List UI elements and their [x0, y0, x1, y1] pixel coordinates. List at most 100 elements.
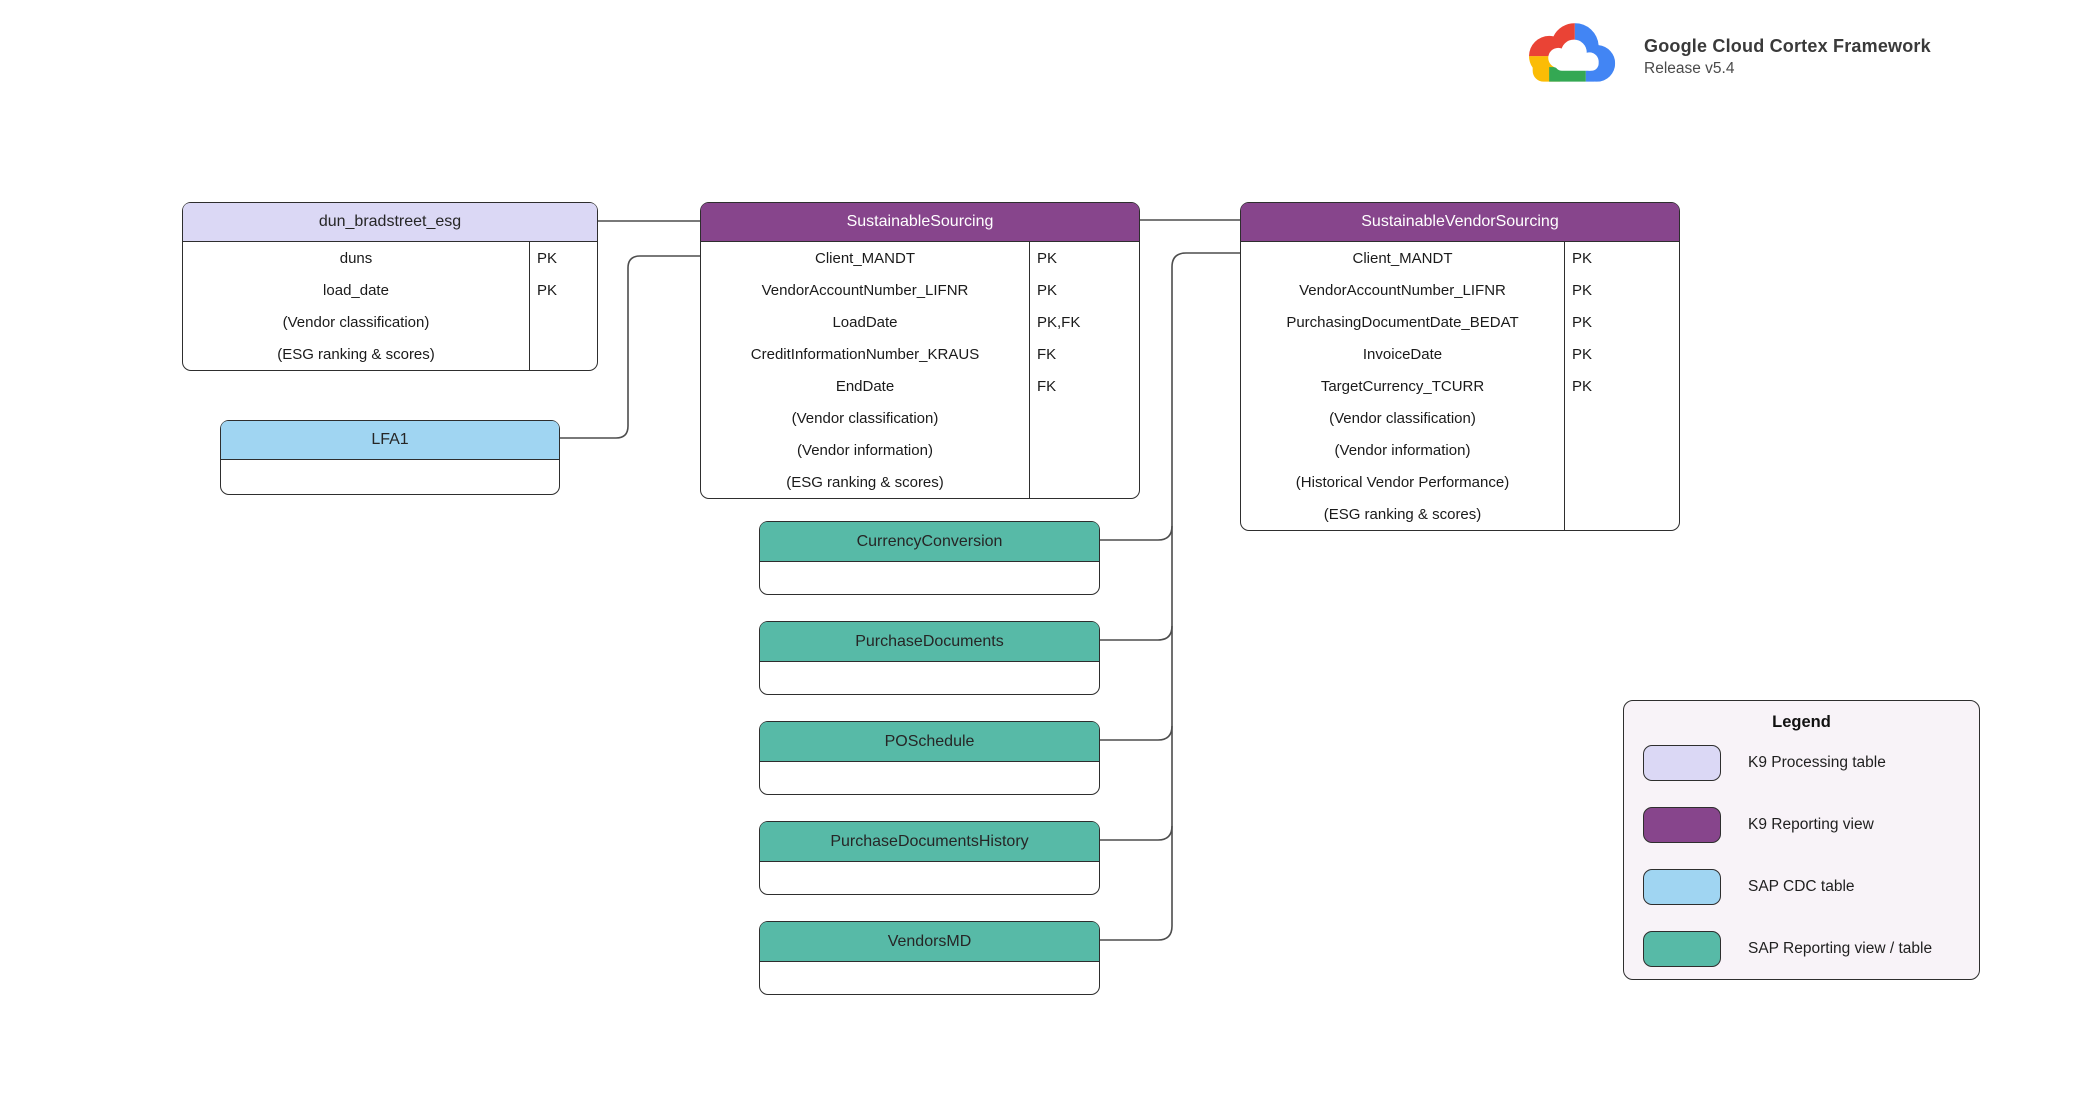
- entity-CurrencyConversion[interactable]: CurrencyConversion: [759, 521, 1100, 595]
- field-name: LoadDate: [832, 313, 898, 331]
- connector-VendorsMD-to-SustainableVendorSourcing: [1100, 252, 1240, 941]
- field-key: PK,FK: [1029, 306, 1139, 338]
- field-key: PK: [1564, 242, 1679, 274]
- legend-item: K9 Reporting view: [1643, 807, 1874, 843]
- google-cloud-logo: [1529, 23, 1616, 82]
- connector-POSchedule-to-SustainableVendorSourcing: [1100, 725, 1173, 741]
- entity-PurchaseDocuments[interactable]: PurchaseDocuments: [759, 621, 1100, 695]
- legend-swatch-k9_processing: [1643, 745, 1721, 781]
- connector-LFA1-to-SustainableSourcing: [560, 255, 700, 439]
- entity-title: CurrencyConversion: [760, 522, 1099, 562]
- entity-title: VendorsMD: [760, 922, 1099, 962]
- field-key: FK: [1029, 338, 1139, 370]
- entity-body: [760, 962, 1099, 994]
- entity-body: [760, 762, 1099, 794]
- field-name: (Vendor classification): [1329, 409, 1476, 427]
- field-name: (Historical Vendor Performance): [1295, 473, 1510, 491]
- field-name: (Vendor classification): [791, 409, 939, 427]
- entity-row: (Historical Vendor Performance): [1241, 466, 1679, 498]
- field-name: VendorAccountNumber_LIFNR: [761, 281, 969, 299]
- entity-row: (ESG ranking & scores): [1241, 498, 1679, 530]
- legend-item: SAP Reporting view / table: [1643, 931, 1932, 967]
- field-key: [529, 306, 597, 338]
- entity-VendorsMD[interactable]: VendorsMD: [759, 921, 1100, 995]
- entity-POSchedule[interactable]: POSchedule: [759, 721, 1100, 795]
- field-key: PK: [1564, 274, 1679, 306]
- field-key: [529, 338, 597, 370]
- field-name: load_date: [323, 281, 389, 299]
- field-name: (ESG ranking & scores): [1323, 505, 1482, 523]
- entity-body: [760, 662, 1099, 694]
- connector-PurchaseDocumentsHistory-to-SustainableVendorSourcing: [1100, 825, 1173, 841]
- entity-row: (Vendor classification): [183, 306, 597, 338]
- entity-row: (ESG ranking & scores): [701, 466, 1139, 498]
- field-name: InvoiceDate: [1362, 345, 1443, 363]
- legend-swatch-sap_cdc: [1643, 869, 1721, 905]
- entity-row: load_date PK: [183, 274, 597, 306]
- entity-title: PurchaseDocuments: [760, 622, 1099, 662]
- brand-release: Release v5.4: [1644, 60, 1735, 77]
- entity-row: PurchasingDocumentDate_BEDAT PK: [1241, 306, 1679, 338]
- entity-body: [760, 862, 1099, 894]
- brand-header: Google Cloud Cortex Framework Release v5…: [1518, 14, 1931, 100]
- legend-swatch-k9_reporting: [1643, 807, 1721, 843]
- legend-label: SAP Reporting view / table: [1748, 940, 1933, 957]
- field-key: PK: [1564, 306, 1679, 338]
- entity-title: SustainableSourcing: [701, 203, 1139, 242]
- field-name: duns: [339, 249, 373, 267]
- entity-row: TargetCurrency_TCURR PK: [1241, 370, 1679, 402]
- legend-swatch-sap_reporting: [1643, 931, 1721, 967]
- field-name: CreditInformationNumber_KRAUS: [750, 345, 980, 363]
- legend-label: SAP CDC table: [1748, 878, 1855, 895]
- field-name: PurchasingDocumentDate_BEDAT: [1286, 313, 1519, 331]
- entity-row: (Vendor classification): [1241, 402, 1679, 434]
- field-key: PK: [529, 274, 597, 306]
- legend-item: K9 Processing table: [1643, 745, 1886, 781]
- entity-body: [221, 460, 559, 494]
- entity-title: POSchedule: [760, 722, 1099, 762]
- connector-CurrencyConversion-to-SustainableVendorSourcing: [1100, 525, 1173, 541]
- field-name: (ESG ranking & scores): [786, 473, 944, 491]
- field-name: (Vendor information): [1334, 441, 1471, 459]
- field-name: (ESG ranking & scores): [277, 345, 435, 363]
- entity-row: Client_MANDT PK: [1241, 242, 1679, 274]
- entity-title: SustainableVendorSourcing: [1241, 203, 1679, 242]
- entity-row: (Vendor information): [1241, 434, 1679, 466]
- field-name: Client_MANDT: [1352, 249, 1453, 267]
- legend-label: K9 Reporting view: [1748, 816, 1874, 833]
- field-key: [1029, 434, 1139, 466]
- field-name: (Vendor information): [797, 441, 933, 459]
- field-key: [1564, 434, 1679, 466]
- entity-row: (ESG ranking & scores): [183, 338, 597, 370]
- legend-item: SAP CDC table: [1643, 869, 1855, 905]
- legend-title: Legend: [1772, 713, 1831, 731]
- field-name: EndDate: [835, 377, 895, 395]
- field-key: [1564, 466, 1679, 498]
- legend: Legend K9 Processing table K9 Reporting v…: [1623, 700, 1980, 980]
- entity-PurchaseDocumentsHistory[interactable]: PurchaseDocumentsHistory: [759, 821, 1100, 895]
- field-key: PK: [1564, 370, 1679, 402]
- entity-row: LoadDate PK,FK: [701, 306, 1139, 338]
- field-key: PK: [1029, 274, 1139, 306]
- entity-title: LFA1: [221, 421, 559, 460]
- field-key: PK: [1029, 242, 1139, 274]
- field-key: FK: [1029, 370, 1139, 402]
- field-key: [1029, 466, 1139, 498]
- field-key: [1564, 498, 1679, 530]
- entity-LFA1[interactable]: LFA1: [220, 420, 560, 495]
- field-name: TargetCurrency_TCURR: [1320, 377, 1485, 395]
- entity-body: [760, 562, 1099, 594]
- entity-row: (Vendor classification): [701, 402, 1139, 434]
- entity-row: (Vendor information): [701, 434, 1139, 466]
